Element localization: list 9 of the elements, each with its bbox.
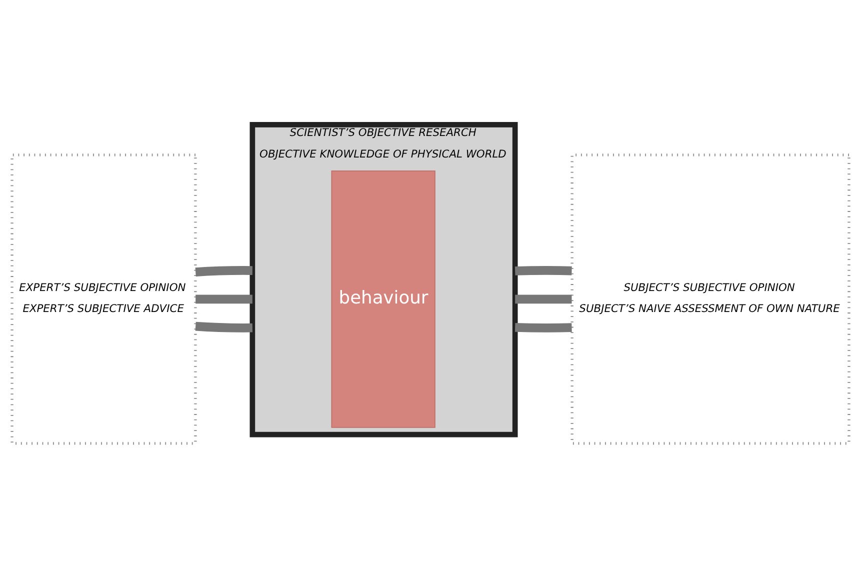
connector <box>514 322 572 332</box>
connector <box>195 266 252 276</box>
node-box: EXPERT’S SUBJECTIVE OPINION EXPERT’S SUBJECTIVE ADVICE <box>10 154 197 445</box>
connector <box>196 294 252 304</box>
connector <box>515 294 572 304</box>
connector <box>195 322 252 332</box>
node-box: behaviour <box>331 170 436 428</box>
connector <box>514 266 572 276</box>
node-box: SUBJECT’S SUBJECTIVE OPINION SUBJECT’S NAIVE ASSESSMENT OF OWN NATURE <box>570 154 850 445</box>
